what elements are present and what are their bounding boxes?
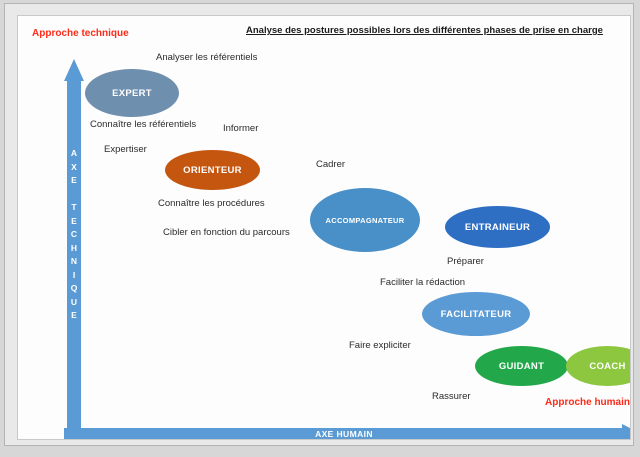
posture-bubble-facilitateur[interactable]: FACILITATEUR [422,292,530,336]
note-label: Faire expliciter [349,340,411,351]
vertical-axis: A X E T E C H N I Q U E [64,59,84,439]
right-arrow-icon [622,424,630,439]
posture-bubble-guidant[interactable]: GUIDANT [475,346,568,386]
note-label: Cadrer [316,159,346,170]
diagram-panel: Approche technique Analyse des postures … [17,15,631,440]
horizontal-axis-label: AXE HUMAIN [315,429,373,439]
posture-bubble-expert[interactable]: EXPERT [85,69,179,117]
note-label: Analyser les référentiels [156,52,258,63]
horizontal-axis-shaft [64,428,624,439]
posture-bubble-orienteur[interactable]: ORIENTEUR [165,150,260,190]
horizontal-axis: AXE HUMAIN [64,424,630,439]
posture-bubble-accompagnateur[interactable]: ACCOMPAGNATEUR [310,188,420,252]
note-label: Rassurer [432,391,471,402]
posture-bubble-entraineur[interactable]: ENTRAINEUR [445,206,550,248]
outer-frame: Approche technique Analyse des postures … [4,3,634,446]
vertical-axis-shaft [67,79,81,439]
note-label: Faciliter la rédaction [380,277,466,288]
approche-humaine-label: Approche humaine [545,397,631,408]
approche-technique-label: Approche technique [32,28,129,39]
vertical-axis-label: A X E T E C H N I Q U E [70,148,78,320]
note-label: Cibler en fonction du parcours [163,227,290,238]
note-label: Expertiser [104,144,147,155]
posture-bubble-coach[interactable]: COACH [566,346,630,386]
note-label: Préparer [447,256,484,267]
note-label: Connaître les référentiels [90,119,197,130]
up-arrow-icon [64,59,84,81]
note-label: Connaître les procédures [158,198,265,209]
page-title: Analyse des postures possibles lors des … [246,25,603,36]
note-label: Informer [223,123,259,134]
